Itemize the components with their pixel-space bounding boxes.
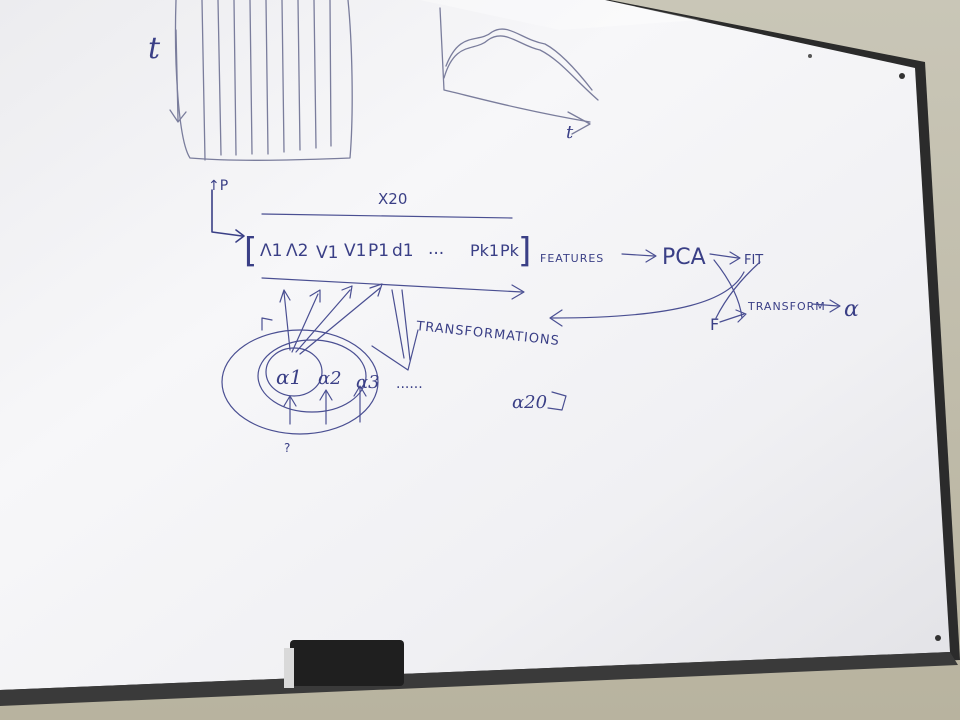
features-to-pca-arrow (621, 249, 657, 263)
vector-underline-arrow (261, 277, 525, 300)
screw (899, 73, 905, 79)
pca-to-fit-arrow (709, 251, 741, 265)
transform-label: TRANSFORM (747, 300, 826, 313)
alpha-output: α (844, 297, 859, 322)
fit-label: FIT (744, 253, 763, 268)
vector-item-3: V1 (316, 243, 338, 263)
vector-open-bracket: [ (244, 231, 257, 271)
question-mark: ? (284, 441, 290, 455)
alpha-dots: ...... (396, 376, 423, 392)
times-20-label: X20 (378, 190, 407, 208)
screw (808, 54, 812, 58)
board-surface (0, 0, 950, 690)
alpha-1: α1 (276, 365, 302, 389)
vector-item-5: P1 (368, 241, 389, 261)
t-axis-label-2: t (566, 122, 574, 143)
t-axis-label: t (148, 31, 161, 66)
vector-ellipsis: ... (428, 239, 444, 259)
vector-item-1: Λ1 (260, 241, 282, 261)
f-to-transform-arrow (719, 309, 747, 323)
screw (935, 635, 941, 641)
curve-sketch: t (439, 7, 599, 143)
transformations-arrows (371, 289, 419, 371)
return-curve-arrow (549, 271, 745, 327)
vector-item-last-2: Pk (500, 241, 520, 260)
transform-to-alpha-arrow (811, 299, 841, 313)
f-label: F (710, 315, 719, 334)
board-tray (0, 652, 958, 706)
feature-vector: [ Λ1 Λ2 V1 V1 P1 d1 ... Pk1 Pk ] (244, 231, 531, 271)
p-arrows: ↑P (208, 178, 245, 243)
vector-close-bracket: ] (518, 231, 531, 271)
alpha-cluster (221, 283, 383, 435)
eraser (284, 640, 404, 688)
vector-item-last-1: Pk1 (470, 241, 499, 260)
cross-stroke (713, 259, 743, 319)
top-brace-line (261, 213, 513, 219)
vector-item-6: d1 (392, 241, 414, 261)
features-label: FEATURES (540, 252, 604, 265)
cross-stroke (715, 261, 761, 319)
glare (420, 0, 700, 30)
vector-item-2: Λ2 (286, 241, 308, 261)
alpha-3: α3 (356, 372, 380, 393)
pca-label: PCA (662, 245, 706, 270)
alpha-20: α20 (512, 392, 547, 413)
vector-item-4: V1 (344, 241, 366, 261)
p-marks: ↑P (208, 178, 228, 194)
time-series-block: t (148, 0, 353, 161)
alpha-2: α2 (318, 368, 342, 389)
closing-bracket (547, 391, 567, 411)
